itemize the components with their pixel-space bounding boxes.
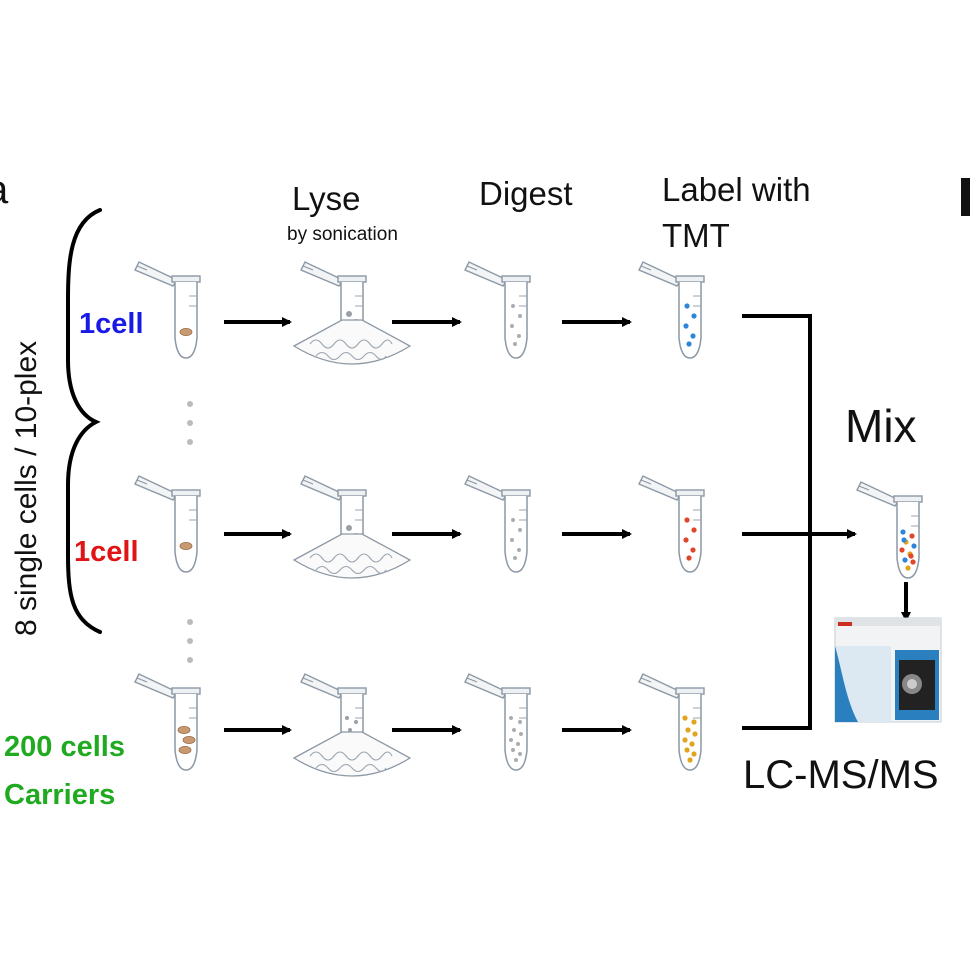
row1-cell-tube-icon	[134, 261, 201, 359]
row2-label: 1cell	[74, 536, 139, 568]
mass-spectrometer-icon	[834, 617, 942, 723]
row1-sonication-icon	[292, 319, 412, 365]
step-label-title-line2: TMT	[662, 217, 730, 254]
brace-icon	[66, 208, 102, 634]
instrument-label: LC-MS/MS	[743, 753, 939, 797]
ellipsis-dots-upper	[187, 401, 193, 445]
step-lyse-title: Lyse	[292, 180, 361, 217]
step-digest-title: Digest	[479, 175, 573, 212]
row3-label-line1: 200 cells	[4, 731, 125, 763]
mix-connector	[742, 314, 911, 730]
step-label-title-line1: Label with	[662, 171, 811, 208]
row2-sonication-icon	[292, 533, 412, 579]
row1-digested-tube-icon	[464, 261, 531, 359]
panel-label-a: a	[0, 168, 8, 213]
row1-labeled-tube-icon	[638, 261, 705, 359]
row3-cell-tube-icon	[134, 673, 201, 771]
row3-digested-tube-icon	[464, 673, 531, 771]
process-arrows	[224, 317, 632, 735]
mix-label: Mix	[845, 400, 917, 452]
row2-cell-tube-icon	[134, 475, 201, 573]
row2-labeled-tube-icon	[638, 475, 705, 573]
side-label: 8 single cells / 10-plex	[10, 340, 43, 636]
step-lyse-subtitle: by sonication	[287, 224, 398, 245]
panel-divider	[961, 178, 970, 216]
ellipsis-dots-lower	[187, 619, 193, 663]
row3-label-line2: Carriers	[4, 779, 116, 811]
row3-labeled-tube-icon	[638, 673, 705, 771]
row3-sonication-icon	[292, 731, 412, 777]
mixed-tube-icon	[856, 481, 923, 579]
row2-digested-tube-icon	[464, 475, 531, 573]
row1-label: 1cell	[79, 308, 144, 340]
